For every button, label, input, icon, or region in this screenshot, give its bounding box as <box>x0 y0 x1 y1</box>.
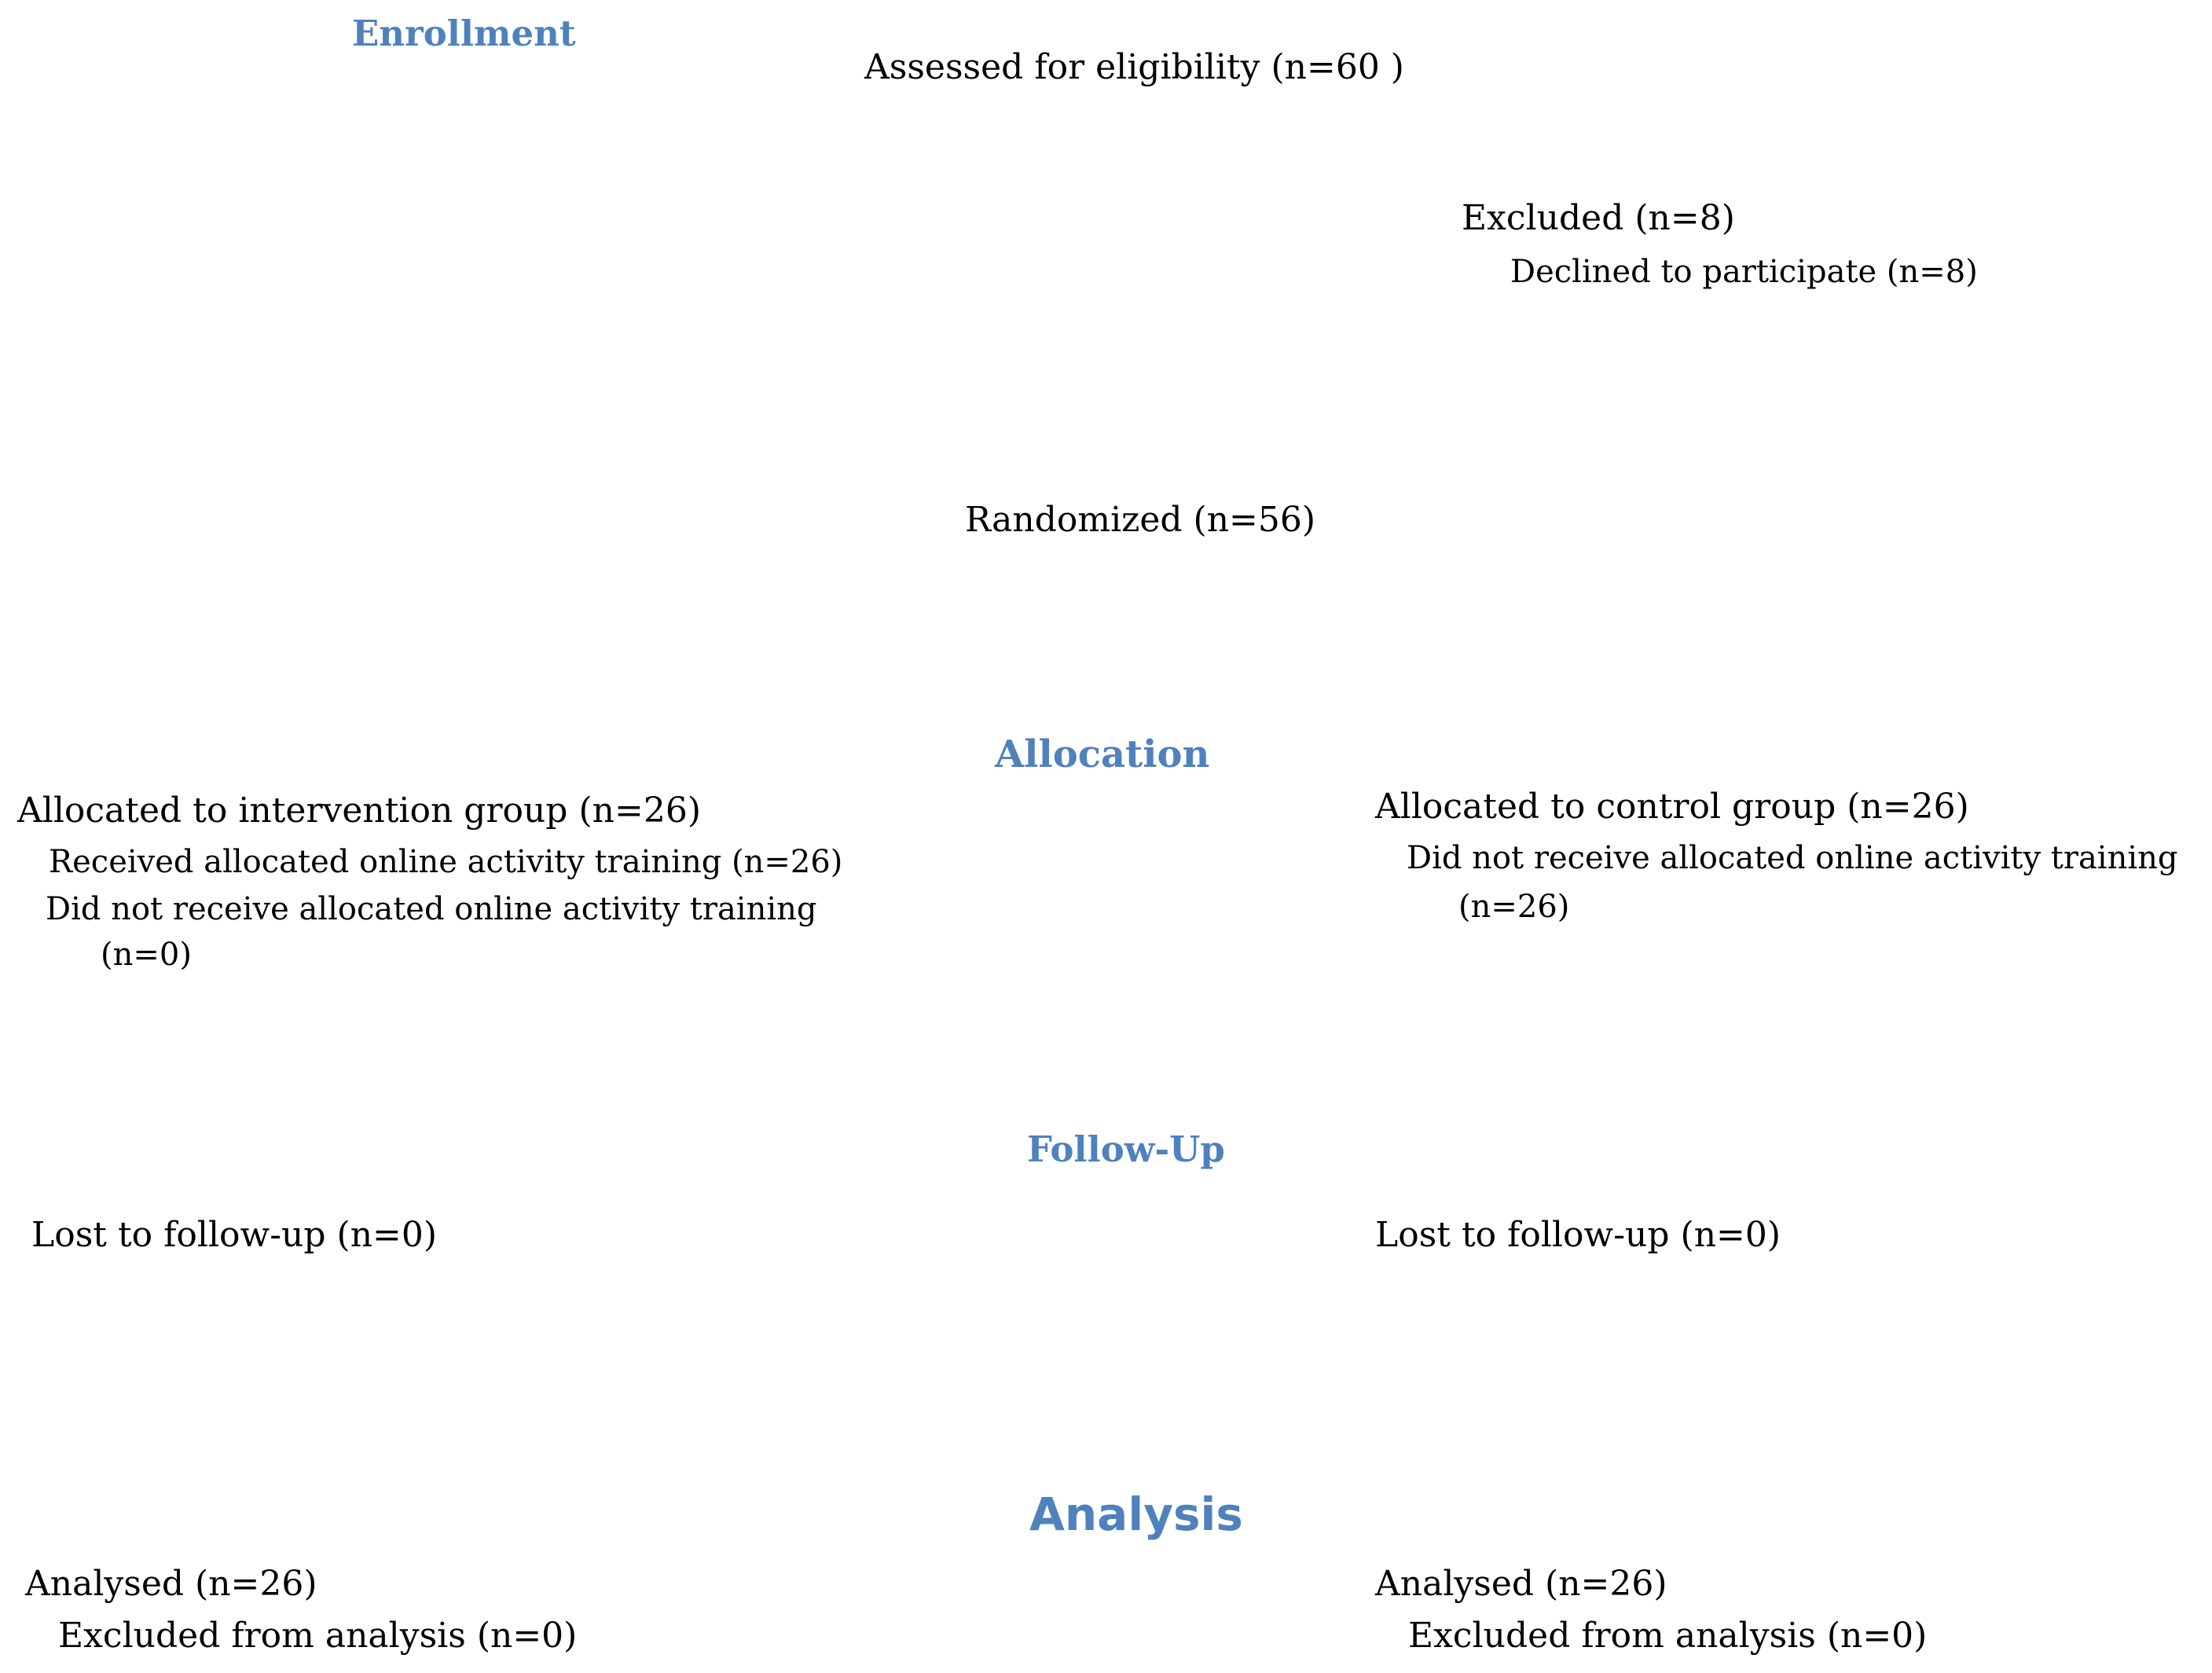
stage-heading-enrollment: Enrollment <box>352 13 576 54</box>
stage-heading-analysis: Analysis <box>1029 1488 1243 1541</box>
control-excluded-from-analysis: Excluded from analysis (n=0) <box>1408 1616 1928 1656</box>
intervention-excluded-from-analysis: Excluded from analysis (n=0) <box>58 1616 578 1656</box>
stage-heading-allocation: Allocation <box>995 732 1210 776</box>
declined-to-participate: Declined to participate (n=8) <box>1510 254 1978 290</box>
intervention-lost-to-follow-up: Lost to follow-up (n=0) <box>31 1215 438 1255</box>
assessed-for-eligibility: Assessed for eligibility (n=60 ) <box>864 47 1404 87</box>
intervention-allocated: Allocated to intervention group (n=26) <box>17 791 701 831</box>
control-allocated: Allocated to control group (n=26) <box>1375 787 1969 827</box>
control-analysed: Analysed (n=26) <box>1375 1564 1667 1604</box>
control-not-received-count: (n=26) <box>1458 889 1570 925</box>
intervention-received: Received allocated online activity train… <box>49 844 843 880</box>
intervention-not-received-count: (n=0) <box>101 937 192 973</box>
randomized-count: Randomized (n=56) <box>965 500 1316 540</box>
stage-heading-follow-up: Follow-Up <box>1027 1128 1225 1170</box>
intervention-analysed: Analysed (n=26) <box>25 1564 317 1604</box>
control-lost-to-follow-up: Lost to follow-up (n=0) <box>1375 1215 1781 1255</box>
excluded-count: Excluded (n=8) <box>1462 198 1735 238</box>
control-not-received: Did not receive allocated online activit… <box>1407 840 2178 876</box>
intervention-not-received: Did not receive allocated online activit… <box>46 891 817 927</box>
